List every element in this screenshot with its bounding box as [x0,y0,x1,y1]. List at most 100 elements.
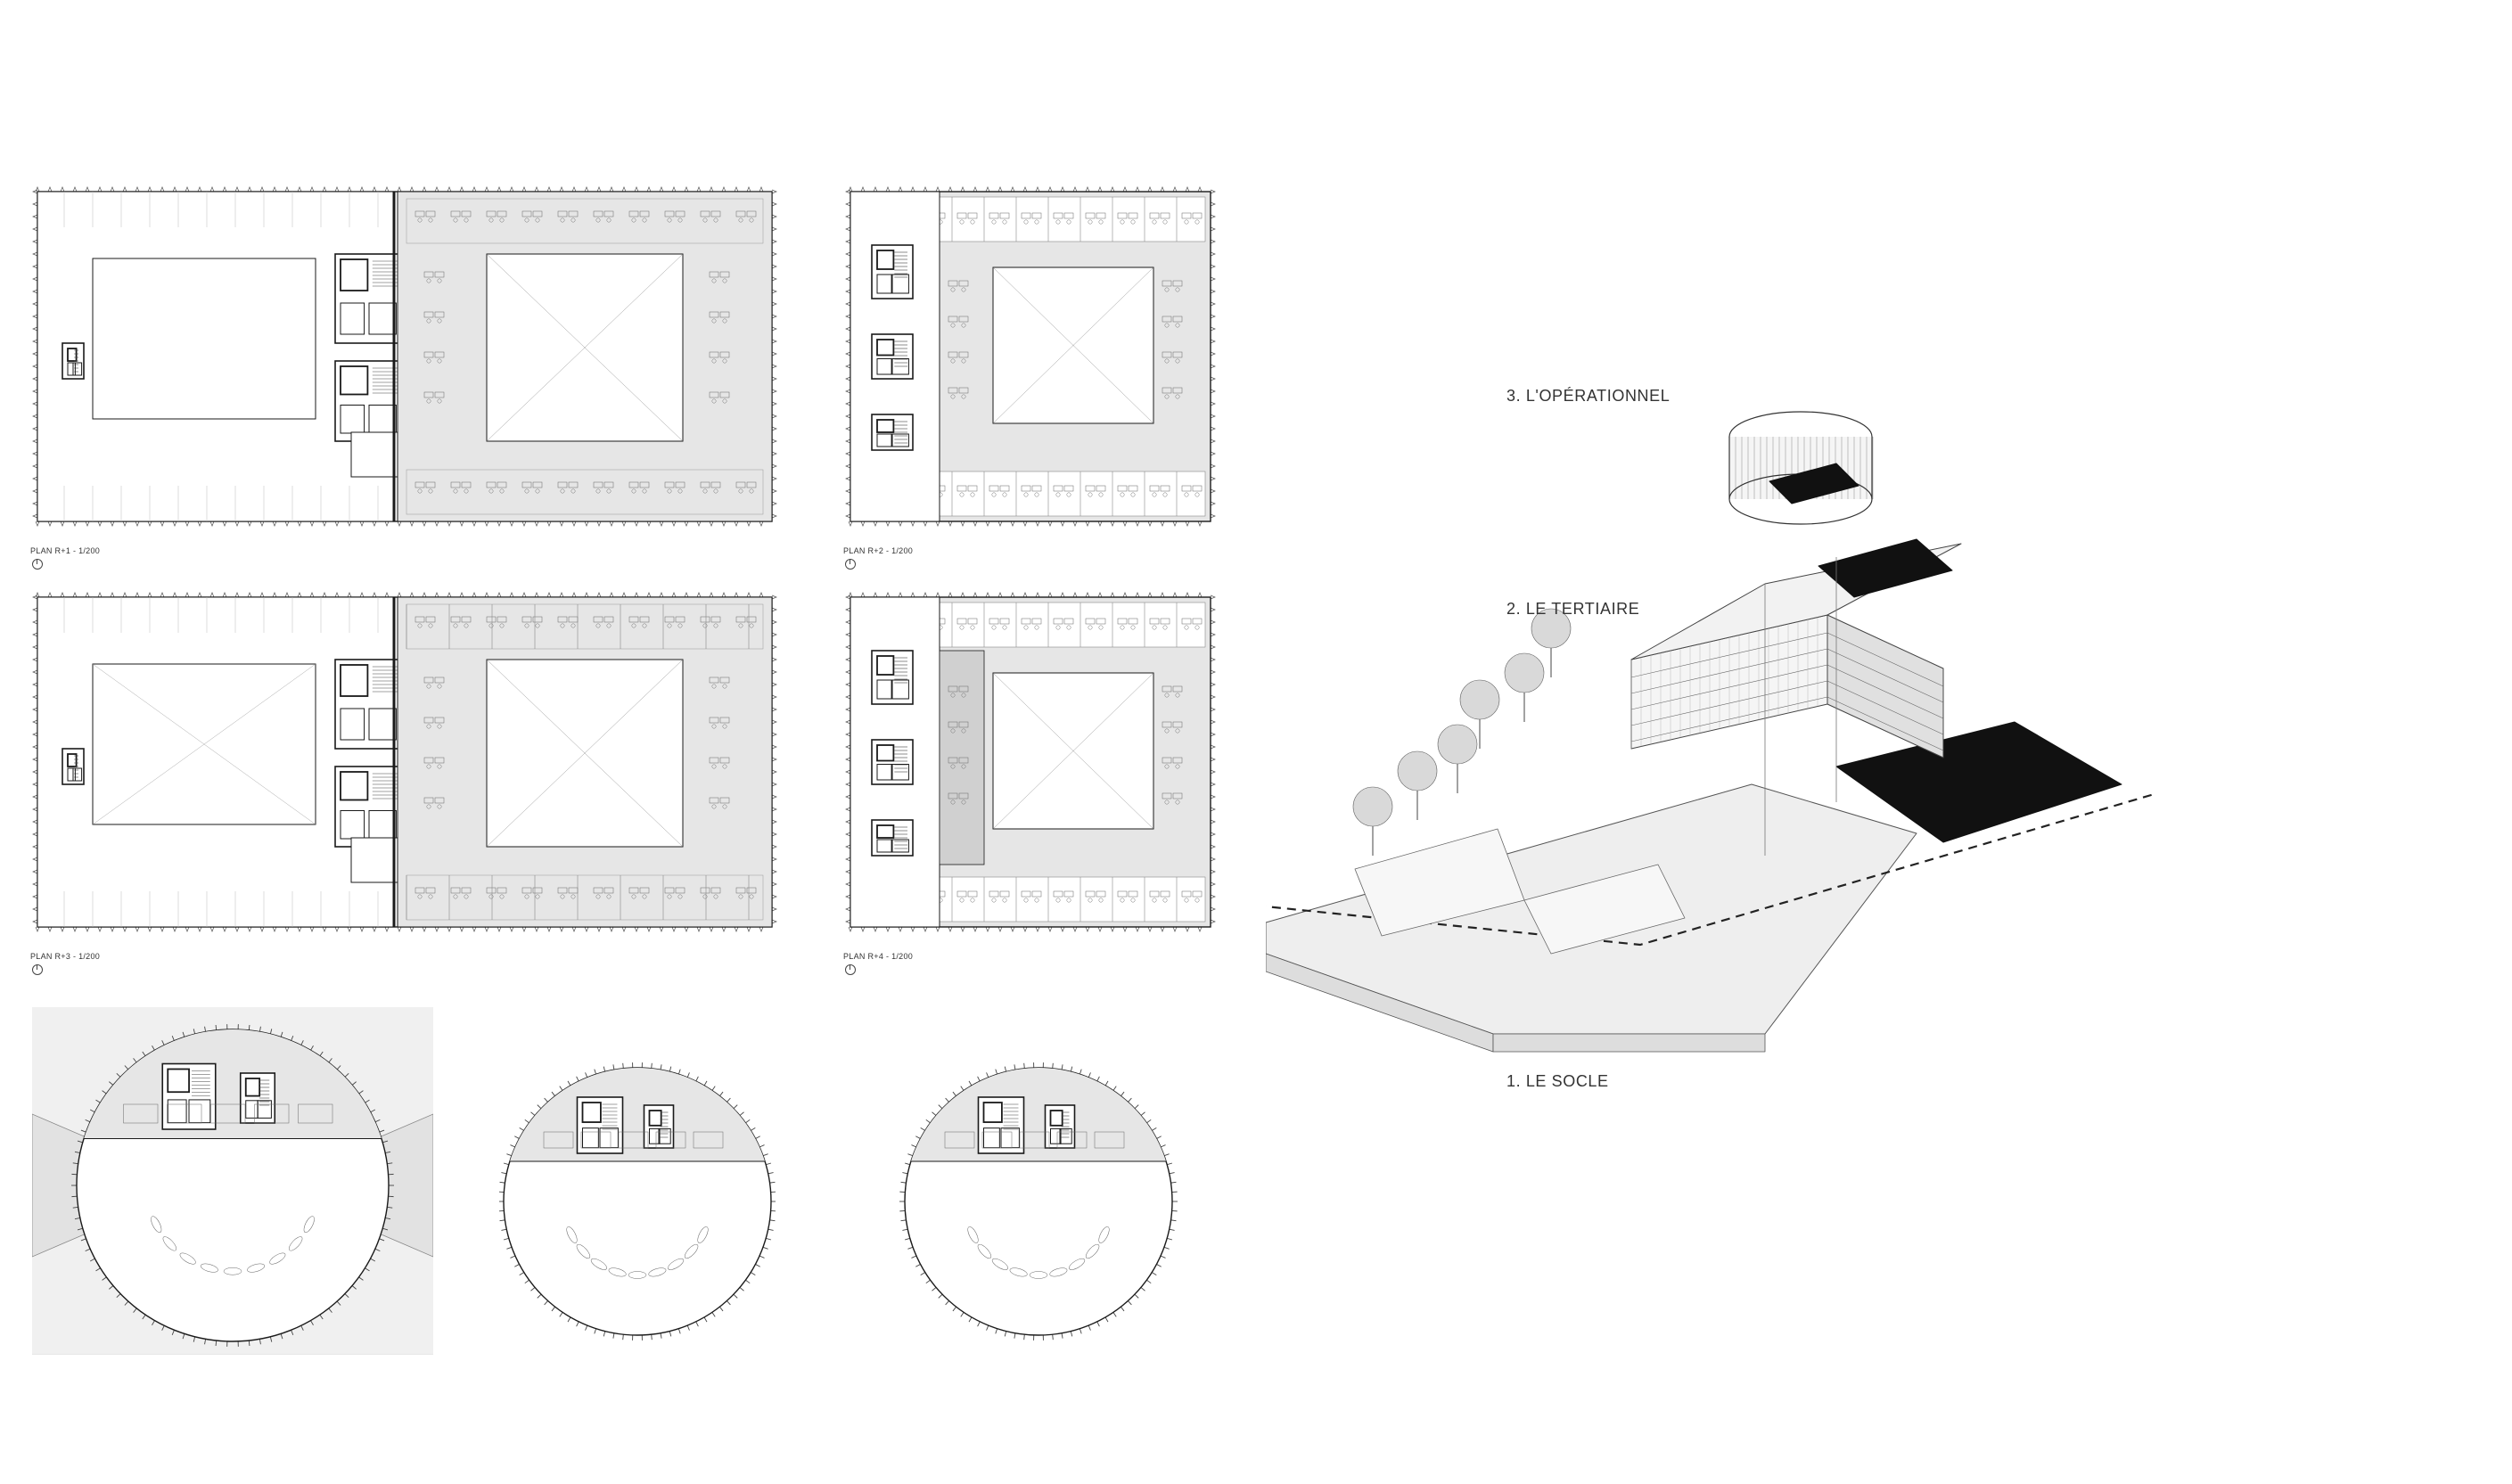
desk [450,481,461,488]
facade-fin [497,926,502,932]
facade-fin [845,669,851,675]
facade-fin [272,521,277,527]
desk [1172,792,1183,799]
floor-line [1827,680,1944,735]
office-band [406,469,764,515]
chair [1023,625,1029,630]
chair [970,492,975,497]
desk [628,887,639,894]
plan-caption-r3: PLAN R+3 - 1/200 [30,952,101,961]
tree-canopy [1459,679,1500,720]
workstation [223,1267,242,1275]
chair [642,217,647,223]
chair [1066,625,1071,630]
facade-fin [845,426,851,431]
wc-room [876,839,892,853]
facade-fin [537,1293,542,1299]
facade-fin [771,426,777,431]
facade-fin [147,592,152,598]
facade-fin [359,186,365,193]
chair [417,217,423,223]
facade-fin [32,439,38,444]
chair [1130,492,1136,497]
chair [464,894,469,899]
lift-shaft [876,419,895,433]
facade-fin [32,264,38,269]
facade-fin [845,226,851,232]
facade-fin [1185,186,1190,193]
desk [710,616,721,623]
tree-canopy [1531,608,1572,649]
facade-fin [997,186,1003,193]
facade-fin [904,1237,910,1241]
desk [967,890,978,898]
facade-fin [1210,644,1216,650]
facade-fin [546,592,552,598]
facade-fin [709,592,714,598]
facade-fin [845,326,851,332]
workstation [303,1216,315,1234]
facade-fin [172,592,177,598]
desk [425,887,436,894]
facade-fin [594,1069,597,1075]
facade-fin [409,186,415,193]
facade-fin [771,769,777,775]
facade-fin [746,521,751,527]
facade-fin [925,1279,931,1284]
facade-fin [718,1091,724,1097]
desk [1160,890,1170,898]
chair [950,287,956,292]
facade-fin [32,426,38,431]
chair [560,894,565,899]
chair [571,894,576,899]
desk [956,485,967,492]
desk [497,481,507,488]
facade-fin [1210,857,1216,862]
facade-fin [1060,926,1065,932]
chair [1162,492,1168,497]
facade-fin [759,186,764,193]
tower-plan-1 [32,1007,433,1355]
chair [711,764,717,769]
desk [450,887,461,894]
facade-fin [409,926,415,932]
chair [1175,287,1180,292]
facade-fin [559,521,564,527]
floor-line [1827,648,1944,703]
chair [1152,492,1157,497]
desk [423,351,434,358]
wc-room [72,362,83,376]
desk [1181,618,1192,625]
desk [1128,618,1138,625]
facade-fin [135,521,140,527]
facade-fin [1072,592,1078,598]
facade-fin [1210,819,1216,824]
desk [999,618,1010,625]
lift-shaft [167,1068,190,1094]
facade-fin [920,1272,926,1276]
workstation [566,1226,578,1243]
chair [426,724,431,729]
facade-fin [960,592,965,598]
facade-fin [1128,1300,1132,1306]
facade-fin [297,926,302,932]
wc-room [368,302,397,335]
chair [749,217,754,223]
facade-fin [1047,926,1053,932]
desk [664,887,675,894]
facade-fin [848,926,853,932]
facade-fin [530,1287,536,1291]
facade-fin [32,769,38,775]
lift-shaft [1049,1110,1063,1127]
facade-fin [902,1228,908,1231]
workstation [162,1236,176,1251]
wc-room [599,1127,619,1149]
facade-fin [923,521,928,527]
facade-fin [1112,1312,1117,1317]
chair [738,894,743,899]
chair [1055,219,1061,225]
facade-fin [571,186,577,193]
chair [970,898,975,903]
chair [417,894,423,899]
facade-fin [925,1119,931,1124]
